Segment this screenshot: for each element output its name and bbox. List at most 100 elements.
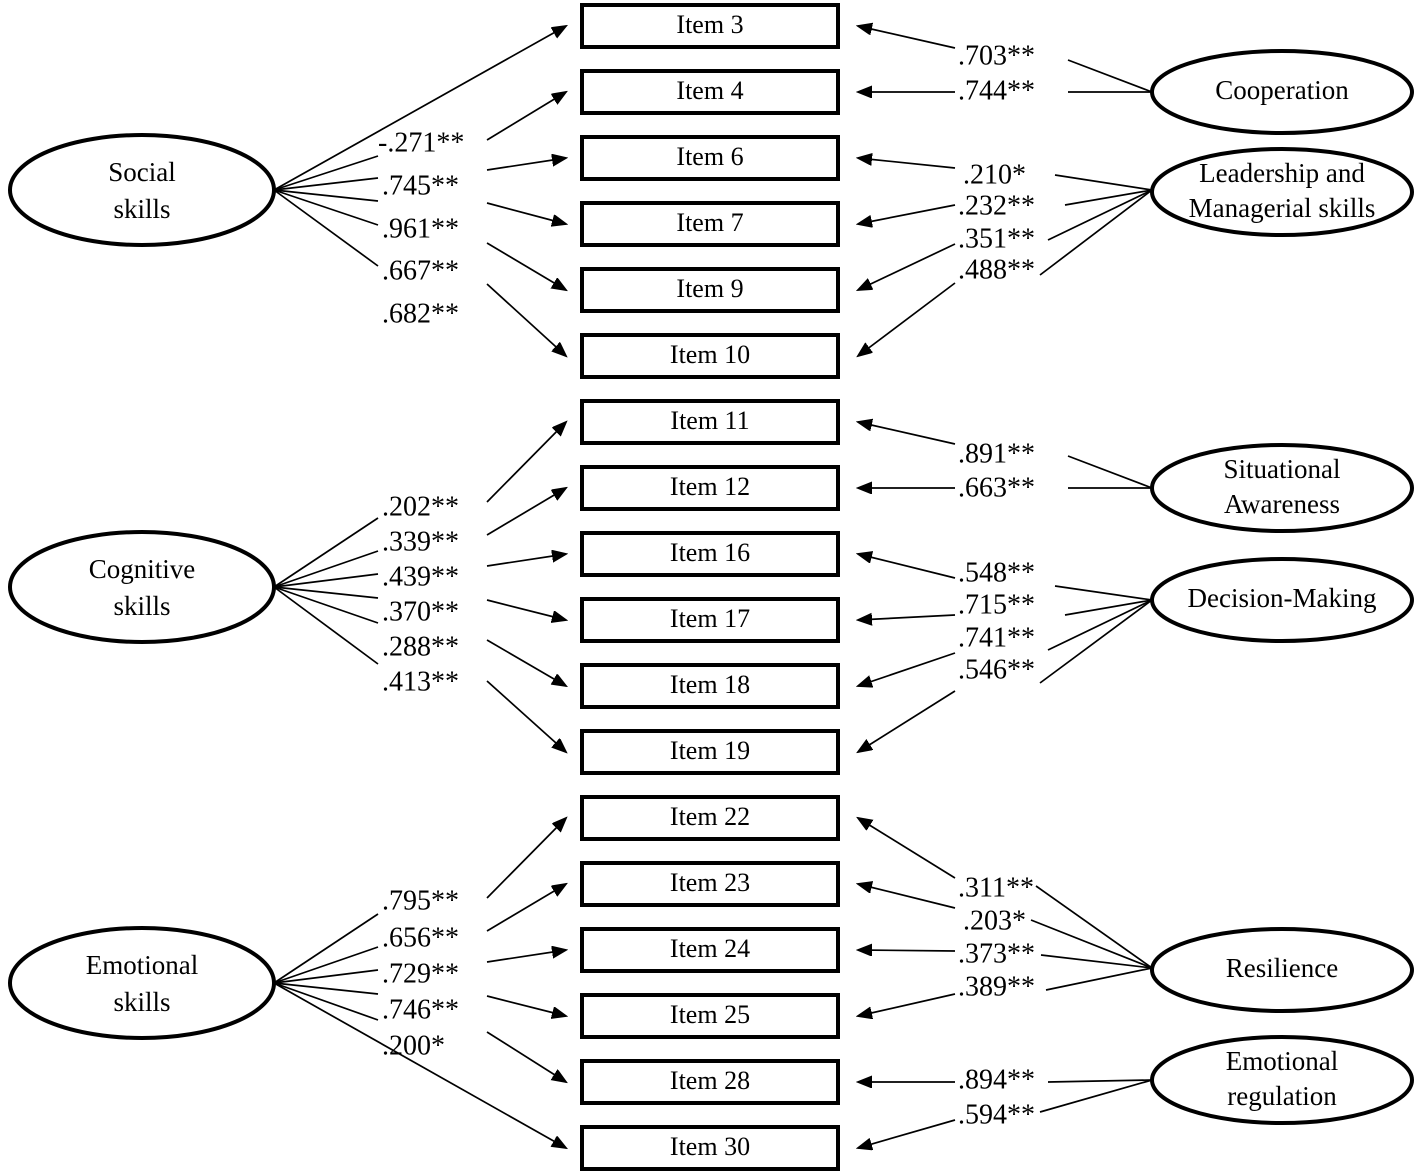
indicator-item19[interactable]: Item 19 xyxy=(580,729,840,775)
path-res-to-item25-a xyxy=(1045,967,1153,991)
ellipse-emotional-skills[interactable] xyxy=(8,926,276,1040)
latent-leadership[interactable]: Leadership and Managerial skills xyxy=(1150,147,1414,237)
item-label-25: Item 25 xyxy=(670,1000,750,1029)
paths-cooperation xyxy=(858,26,1153,93)
coef-emotional-5: .200* xyxy=(382,1030,445,1061)
coef-decision-4: .546** xyxy=(958,654,1035,685)
indicator-item7[interactable]: Item 7 xyxy=(580,201,840,247)
indicator-item22[interactable]: Item 22 xyxy=(580,795,840,841)
box-item19[interactable] xyxy=(580,729,840,775)
box-item25[interactable] xyxy=(580,993,840,1039)
path-cog-to-item17-b xyxy=(486,599,566,620)
box-item10[interactable] xyxy=(580,333,840,379)
box-item11[interactable] xyxy=(580,399,840,445)
ellipse-resilience[interactable] xyxy=(1150,927,1414,1013)
coef-social-5: .682** xyxy=(382,298,459,329)
box-item12[interactable] xyxy=(580,465,840,511)
latent-social-skills[interactable]: Social skills xyxy=(8,133,276,247)
box-item3[interactable] xyxy=(580,3,840,49)
box-item17[interactable] xyxy=(580,597,840,643)
indicator-item3[interactable]: Item 3 xyxy=(580,3,840,49)
indicator-item24[interactable]: Item 24 xyxy=(580,927,840,973)
path-cog-to-item12-b xyxy=(486,488,566,536)
path-res-to-item22-b xyxy=(858,818,956,879)
path-res-to-item23-b xyxy=(858,884,956,909)
path-cog-to-item17-a xyxy=(273,586,379,599)
item-label-30: Item 30 xyxy=(670,1132,750,1161)
path-cog-to-item16-a xyxy=(273,573,379,588)
latent-emotional-skills[interactable]: Emotional skills xyxy=(8,926,276,1040)
box-item30[interactable] xyxy=(580,1125,840,1171)
box-item23[interactable] xyxy=(580,861,840,907)
indicator-item6[interactable]: Item 6 xyxy=(580,135,840,181)
item-label-10: Item 10 xyxy=(670,340,750,369)
box-item16[interactable] xyxy=(580,531,840,577)
path-lead-to-item6-b xyxy=(858,158,956,169)
coef-cognitive-2: .339** xyxy=(382,526,459,557)
path-cog-to-item19-b xyxy=(486,680,566,752)
coef-resilience-3: .373** xyxy=(958,938,1035,969)
box-item4[interactable] xyxy=(580,69,840,115)
path-social-to-item7-b xyxy=(486,202,566,224)
coef-group-emotional: .795** .656** .729** .746** .200* xyxy=(382,885,459,1061)
path-lead-to-item6-a xyxy=(1054,174,1153,191)
latent-label-emoreg-line2: regulation xyxy=(1227,1081,1337,1111)
box-item24[interactable] xyxy=(580,927,840,973)
latent-cognitive-skills[interactable]: Cognitive skills xyxy=(8,530,276,644)
path-emo-to-item28-a xyxy=(273,982,379,1021)
latent-label-cooperation: Cooperation xyxy=(1215,75,1349,105)
box-item7[interactable] xyxy=(580,201,840,247)
indicator-item17[interactable]: Item 17 xyxy=(580,597,840,643)
coef-leadership-3: .351** xyxy=(958,223,1035,254)
indicator-item18[interactable]: Item 18 xyxy=(580,663,840,709)
box-item28[interactable] xyxy=(580,1059,840,1105)
path-emo-to-item25-a xyxy=(273,982,379,995)
indicator-item10[interactable]: Item 10 xyxy=(580,333,840,379)
coef-decision-3: .741** xyxy=(958,622,1035,653)
indicator-item12[interactable]: Item 12 xyxy=(580,465,840,511)
latent-label-emotional-line2: skills xyxy=(113,987,170,1017)
latent-situational-awareness[interactable]: Situational Awareness xyxy=(1150,443,1414,533)
indicator-item11[interactable]: Item 11 xyxy=(580,399,840,445)
ellipse-cooperation[interactable] xyxy=(1150,49,1414,135)
latent-label-social-line2: skills xyxy=(113,194,170,224)
indicator-item16[interactable]: Item 16 xyxy=(580,531,840,577)
latent-resilience[interactable]: Resilience xyxy=(1150,927,1414,1013)
path-dm-to-item19-a xyxy=(1039,599,1153,684)
latent-decision-making[interactable]: Decision-Making xyxy=(1150,557,1414,643)
path-lead-to-item9-b xyxy=(858,243,956,290)
indicator-item4[interactable]: Item 4 xyxy=(580,69,840,115)
box-item9[interactable] xyxy=(580,267,840,313)
indicator-item28[interactable]: Item 28 xyxy=(580,1059,840,1105)
indicator-item25[interactable]: Item 25 xyxy=(580,993,840,1039)
coef-emotional-1: .795** xyxy=(382,885,459,916)
item-label-28: Item 28 xyxy=(670,1066,750,1095)
item-label-22: Item 22 xyxy=(670,802,750,831)
ellipse-social-skills[interactable] xyxy=(8,133,276,247)
indicator-item30[interactable]: Item 30 xyxy=(580,1125,840,1171)
path-lead-to-item10-b xyxy=(858,282,956,356)
box-item22[interactable] xyxy=(580,795,840,841)
ellipse-cognitive-skills[interactable] xyxy=(8,530,276,644)
latent-emotional-regulation[interactable]: Emotional regulation xyxy=(1150,1035,1414,1125)
ellipse-situational-awareness[interactable] xyxy=(1150,443,1414,533)
path-emo-to-item22-a xyxy=(273,913,379,984)
path-social-to-item4-b xyxy=(486,92,566,141)
coef-resilience-4: .389** xyxy=(958,971,1035,1002)
coef-decision-1: .548** xyxy=(958,557,1035,588)
indicator-item9[interactable]: Item 9 xyxy=(580,267,840,313)
paths-social-skills xyxy=(273,26,566,356)
ellipse-leadership[interactable] xyxy=(1150,147,1414,237)
box-item6[interactable] xyxy=(580,135,840,181)
path-emo-to-item24-b xyxy=(486,950,566,963)
coef-social-2: .745** xyxy=(382,170,459,201)
path-coop-to-item3-a xyxy=(1067,59,1153,93)
indicator-item23[interactable]: Item 23 xyxy=(580,861,840,907)
ellipse-decision-making[interactable] xyxy=(1150,557,1414,643)
path-lead-to-item9-a xyxy=(1047,189,1153,241)
path-cog-to-item11-b xyxy=(486,422,566,503)
coef-situational-2: .663** xyxy=(958,472,1035,503)
box-item18[interactable] xyxy=(580,663,840,709)
ellipse-emotional-regulation[interactable] xyxy=(1150,1035,1414,1125)
latent-cooperation[interactable]: Cooperation xyxy=(1150,49,1414,135)
